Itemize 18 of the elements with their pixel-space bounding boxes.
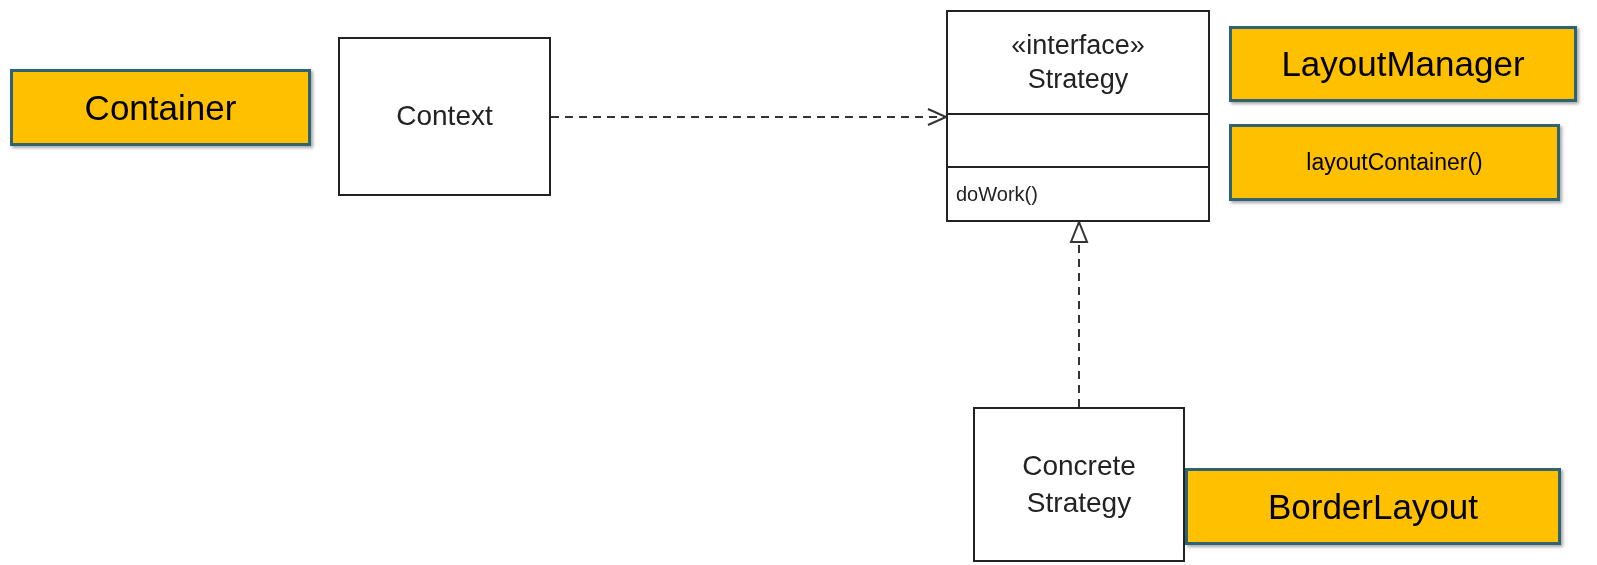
label-box — [1229, 26, 1577, 102]
class-name: Context — [395, 99, 494, 134]
class-box — [973, 407, 1185, 562]
class-name: Concrete Strategy — [1021, 449, 1137, 520]
label-box — [1229, 124, 1560, 201]
interface-name: Strategy — [1027, 62, 1129, 96]
label-text: layoutContainer() — [1306, 148, 1483, 177]
dependency-arrow — [1070, 221, 1088, 408]
stereotype-text: «interface» — [1011, 28, 1145, 62]
label-box — [10, 69, 311, 146]
class-box — [338, 37, 551, 196]
label-text: BorderLayout — [1267, 485, 1479, 528]
dependency-arrow — [550, 108, 947, 126]
label-text: Container — [84, 86, 237, 129]
label-text: LayoutManager — [1281, 43, 1525, 86]
interface-box — [946, 10, 1210, 222]
label-box — [1185, 468, 1561, 545]
method-text: doWork() — [956, 182, 1038, 207]
